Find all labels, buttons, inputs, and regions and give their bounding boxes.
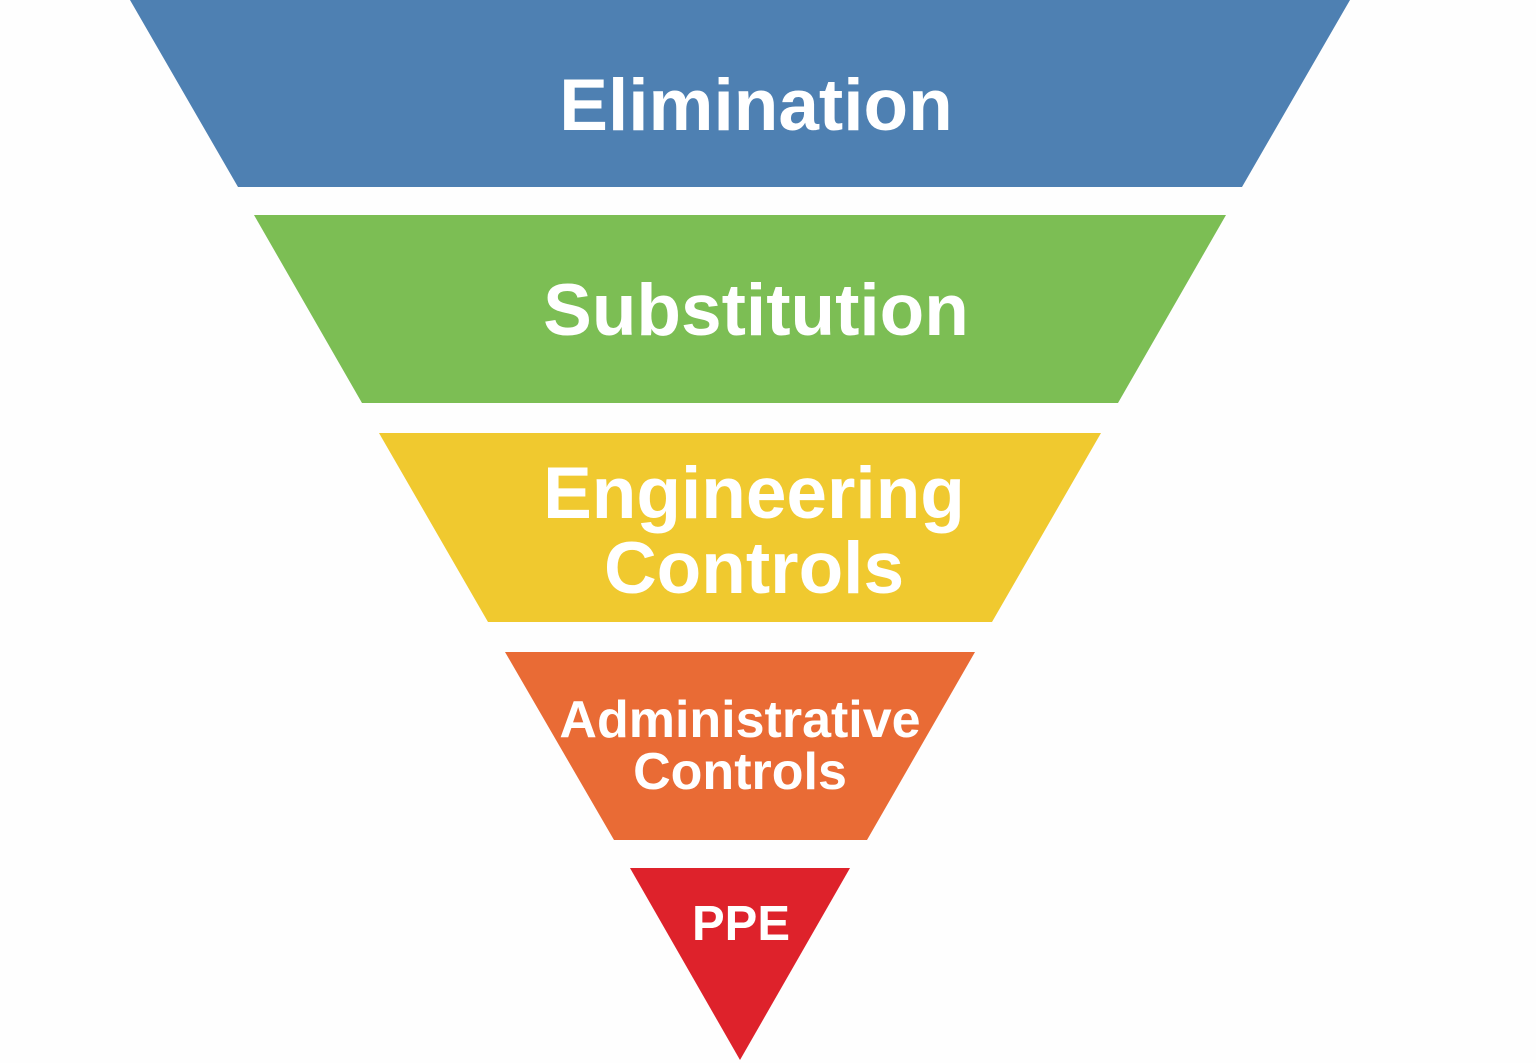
level-ppe: PPE (630, 868, 850, 1060)
level-engineering-controls: Engineering Controls (379, 433, 1101, 622)
level-elimination-shape (130, 0, 1350, 187)
level-administrative-controls: Administrative Controls (505, 652, 975, 840)
level-ppe-label: PPE (692, 897, 790, 951)
level-substitution-label: Substitution (543, 270, 969, 351)
level-administrative-controls-label-line1: Administrative (559, 691, 920, 749)
level-substitution: Substitution (254, 215, 1226, 403)
level-engineering-controls-label-line2: Controls (604, 528, 904, 609)
level-administrative-controls-shape (505, 652, 975, 840)
level-elimination-label: Elimination (559, 65, 952, 146)
level-elimination: Elimination (130, 0, 1350, 187)
level-administrative-controls-label-line2: Controls (633, 743, 847, 801)
level-engineering-controls-shape (379, 433, 1101, 622)
level-substitution-shape (254, 215, 1226, 403)
level-ppe-shape (630, 868, 850, 1060)
level-engineering-controls-label-line1: Engineering (543, 453, 965, 534)
